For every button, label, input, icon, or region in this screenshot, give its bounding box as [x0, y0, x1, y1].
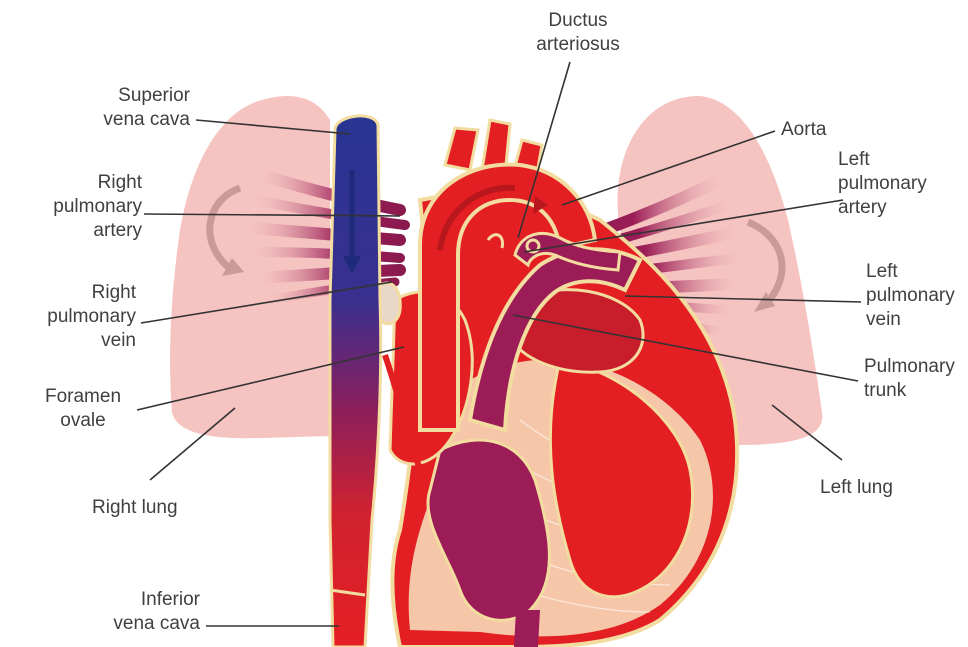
label-aorta: Aorta — [781, 118, 861, 142]
label-right-pulmonary-vein: Right pulmonary vein — [20, 281, 136, 353]
label-right-pulmonary-artery: Right pulmonary artery — [20, 171, 142, 243]
label-foramen-ovale: Foramen ovale — [28, 385, 138, 433]
descending-aorta — [514, 610, 540, 647]
label-inferior-vena-cava: Inferior vena cava — [60, 588, 200, 636]
label-left-pulmonary-vein: Left pulmonary vein — [866, 260, 968, 332]
label-left-lung: Left lung — [820, 476, 930, 500]
right-lung — [170, 96, 330, 438]
label-left-pulmonary-artery: Left pulmonary artery — [838, 148, 958, 220]
label-superior-vena-cava: Superior vena cava — [60, 84, 190, 132]
label-right-lung: Right lung — [92, 496, 212, 520]
label-ductus-arteriosus: Ductus arteriosus — [518, 9, 638, 57]
label-pulmonary-trunk: Pulmonary trunk — [864, 355, 968, 403]
